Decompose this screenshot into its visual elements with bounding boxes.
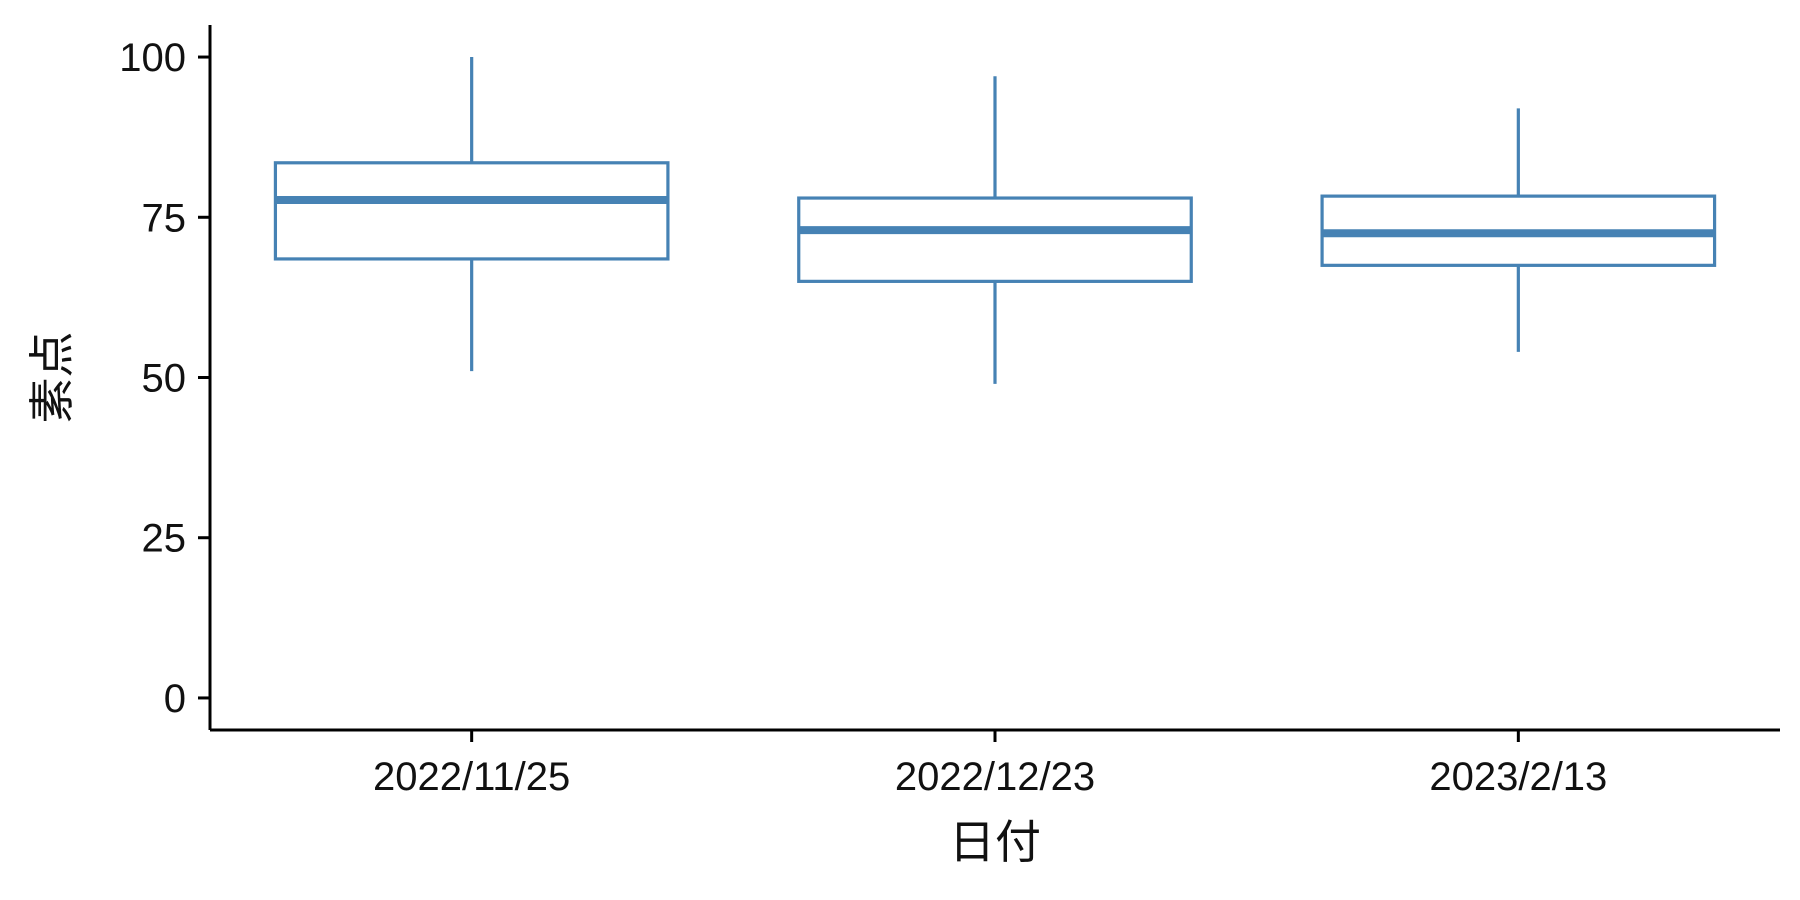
axes-layer: 0 25 50 75 100 2022/11/25 2022/12/23 2023/2/13 xyxy=(119,25,1780,799)
x-tick-label: 2023/2/13 xyxy=(1429,755,1607,799)
box-group xyxy=(273,57,670,372)
box-iqr xyxy=(797,196,1193,283)
x-tick-label: 2022/12/23 xyxy=(895,755,1095,799)
y-tick-label: 100 xyxy=(119,36,186,80)
box-iqr xyxy=(273,161,670,261)
y-tick-label: 0 xyxy=(164,677,186,721)
x-tick-label: 2022/11/25 xyxy=(373,755,570,799)
boxes-layer xyxy=(273,57,1717,384)
y-tick-label: 25 xyxy=(142,517,187,561)
y-tick-label: 50 xyxy=(142,357,187,401)
box-group xyxy=(1320,108,1717,352)
x-axis-title: 日付 xyxy=(949,815,1041,869)
y-axis-title: 素点 xyxy=(25,332,79,424)
box-group xyxy=(797,76,1193,384)
y-tick-label: 75 xyxy=(142,196,187,240)
